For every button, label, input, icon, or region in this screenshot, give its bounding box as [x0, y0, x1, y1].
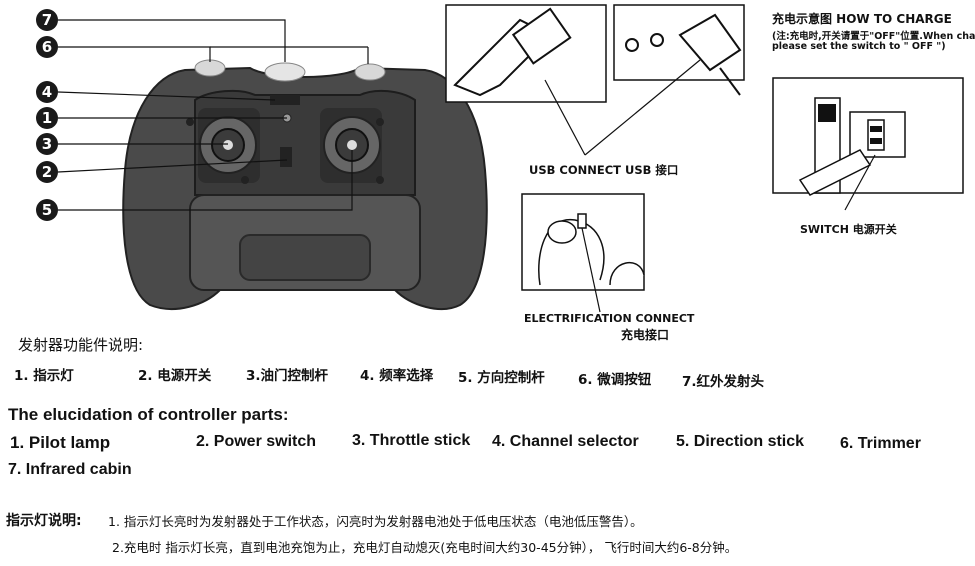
cn-item-5: 5. 方向控制杆 [458, 370, 545, 386]
switch-illustration [772, 77, 964, 211]
callout-3: 3 [36, 133, 58, 155]
cn-item-4: 4. 频率选择 [360, 368, 434, 384]
callout-2: 2 [36, 161, 58, 183]
usb-label: USB CONNECT USB 接口 [529, 163, 679, 177]
en-item-4: 4. Channel selector [492, 433, 639, 450]
indicator-line2: 2.充电时 指示灯长亮，直到电池充饱为止，充电灯自动熄灭(充电时间大约30-45… [112, 540, 738, 555]
cn-item-3: 3.油门控制杆 [246, 368, 329, 384]
usb-illustrations [445, 4, 745, 156]
en-item-5: 5. Direction stick [676, 433, 805, 450]
electrification-label-en: ELECTRIFICATION CONNECT [524, 312, 695, 325]
en-item-3: 3. Throttle stick [352, 432, 471, 449]
callout-6: 6 [36, 36, 58, 58]
callout-5: 5 [36, 199, 58, 221]
electrification-illustration [521, 193, 645, 313]
callout-4: 4 [36, 81, 58, 103]
charge-note-line1: (注:充电时,开关请置于"OFF"位置.When charging, [772, 31, 975, 42]
cn-item-6: 6. 微调按钮 [578, 372, 652, 388]
charge-title: 充电示意图 HOW TO CHARGE [772, 12, 952, 26]
indicator-line1: 1. 指示灯长亮时为发射器处于工作状态，闪亮时为发射器电池处于低电压状态（电池低… [108, 514, 643, 529]
en-heading: The elucidation of controller parts: [8, 405, 289, 424]
callout-leaders [57, 19, 369, 211]
en-item-7: 7. Infrared cabin [8, 461, 132, 478]
callout-1: 1 [36, 107, 58, 129]
en-item-1: 1. Pilot lamp [10, 433, 111, 452]
cn-heading: 发射器功能件说明: [18, 336, 144, 354]
cn-item-2: 2. 电源开关 [138, 368, 212, 384]
charge-note-line2: please set the switch to " OFF ") [772, 41, 946, 52]
callout-7: 7 [36, 9, 58, 31]
cn-item-1: 1. 指示灯 [14, 368, 74, 384]
cn-item-7: 7.红外发射头 [682, 374, 765, 390]
indicator-heading: 指示灯说明: [6, 513, 82, 529]
electrification-label-cn: 充电接口 [621, 328, 670, 342]
en-item-6: 6. Trimmer [840, 435, 921, 452]
switch-label: SWITCH 电源开关 [800, 223, 897, 236]
en-item-2: 2. Power switch [196, 433, 317, 450]
controller-illustration [122, 59, 488, 310]
